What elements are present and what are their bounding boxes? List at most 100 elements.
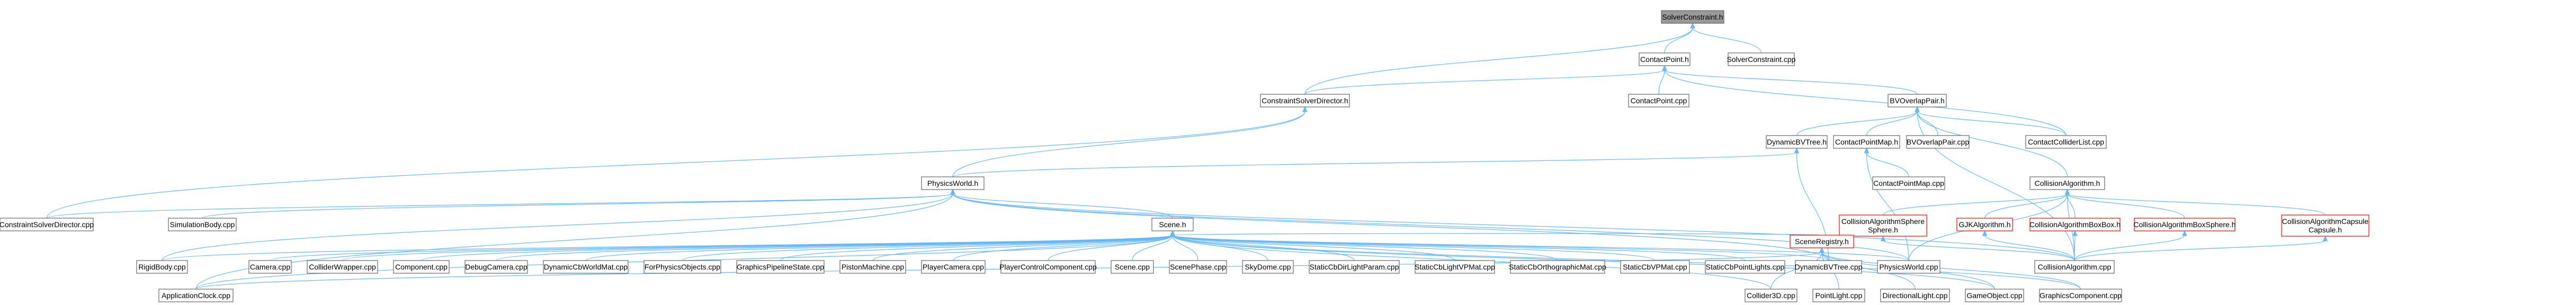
node-staticcbpointlights-cpp[interactable]: StaticCbPointLights.cpp xyxy=(1705,260,1785,274)
node-constraintsolverdirector-cpp[interactable]: ConstraintSolverDirector.cpp xyxy=(0,218,94,231)
edge-collisionalgorithm_h-to-collisionalgorithmboxsphere_h xyxy=(2064,189,2185,219)
node-label: ContactPoint.cpp xyxy=(1631,96,1687,105)
edge-scene_h-to-sceneregistry_h xyxy=(1170,230,1822,236)
node-label: DebugCamera.cpp xyxy=(465,263,527,271)
edge-contactpoint_h-to-bvoverlappair_h xyxy=(1662,65,1918,95)
node-label: SolverConstraint.cpp xyxy=(1727,55,1796,64)
node-contactpointmap-cpp[interactable]: ContactPointMap.cpp xyxy=(1872,176,1945,190)
node-pistonmachine-cpp[interactable]: PistonMachine.cpp xyxy=(839,260,906,274)
node-label: DynamicCbWorldMat.cpp xyxy=(544,263,628,271)
node-label: Scene.h xyxy=(1159,220,1186,229)
node-label: ConstraintSolverDirector.cpp xyxy=(0,220,94,229)
node-playercontrolcomponent-cpp[interactable]: PlayerControlComponent.cpp xyxy=(999,260,1097,274)
node-label: DirectionalLight.cpp xyxy=(1883,291,1948,300)
node-collisionalgorithm-cpp[interactable]: CollisionAlgorithm.cpp xyxy=(2034,260,2115,274)
node-simulationbody-cpp[interactable]: SimulationBody.cpp xyxy=(168,218,237,231)
node-label: RigidBody.cpp xyxy=(138,263,185,271)
node-label: StaticCbPointLights.cpp xyxy=(1706,263,1785,271)
node-label: ContactPoint.h xyxy=(1640,55,1689,64)
node-pointlight-cpp[interactable]: PointLight.cpp xyxy=(1812,289,1865,302)
node-label: StaticCbOrthographicMat.cpp xyxy=(1509,263,1606,271)
node-dynamiccbworldmat-cpp[interactable]: DynamicCbWorldMat.cpp xyxy=(543,260,629,274)
node-label: PlayerControlComponent.cpp xyxy=(999,263,1097,271)
edge-collisionalgorithmboxsphere_h-to-collisionalgorithm_cpp xyxy=(2074,230,2187,261)
edge-physicsworld_h-to-constraintsolverdirector_cpp xyxy=(46,189,955,219)
node-physicsworld-cpp[interactable]: PhysicsWorld.cpp xyxy=(1877,260,1940,274)
node-colliderwrapper-cpp[interactable]: ColliderWrapper.cpp xyxy=(307,260,378,274)
node-label: Capsule.h xyxy=(2309,226,2342,234)
node-label: CollisionAlgorithmBoxBox.h xyxy=(2029,220,2121,229)
node-forphysicsobjects-cpp[interactable]: ForPhysicsObjects.cpp xyxy=(643,260,721,274)
edge-physicsworld_h-to-scene_h xyxy=(950,189,1173,219)
node-gameobject-cpp[interactable]: GameObject.cpp xyxy=(1965,289,2024,302)
node-physicsworld-h[interactable]: PhysicsWorld.h xyxy=(921,176,985,190)
edge-dynamicbvtree_h-to-physicsworld_h xyxy=(952,147,1800,177)
node-staticcbdirlightparam-cpp[interactable]: StaticCbDirLightParam.cpp xyxy=(1309,260,1400,274)
node-label: ApplicationClock.cpp xyxy=(162,291,230,300)
node-label: GraphicsPipelineState.cpp xyxy=(737,263,824,271)
node-label: DynamicBVTree.cpp xyxy=(1795,263,1863,271)
node-dynamicbvtree-cpp[interactable]: DynamicBVTree.cpp xyxy=(1795,260,1863,274)
node-collider3d-cpp[interactable]: Collider3D.cpp xyxy=(1745,289,1797,302)
edge-scene_h-to-scene_cpp xyxy=(1132,230,1175,261)
node-label: SkyDome.cpp xyxy=(1245,263,1291,271)
edge-scene_h-to-staticcbdirlightparam_cpp xyxy=(1170,230,1355,261)
edge-bvoverlappair_h-to-dynamicbvtree_h xyxy=(1796,106,1920,136)
node-scene-h[interactable]: Scene.h xyxy=(1151,218,1194,231)
node-camera-cpp[interactable]: Camera.cpp xyxy=(248,260,292,274)
node-staticcbvpmat-cpp[interactable]: StaticCbVPMat.cpp xyxy=(1620,260,1690,274)
edge-bvoverlappair_h-to-contactpointmap_h xyxy=(1866,106,1920,136)
node-staticcblightvpmat-cpp[interactable]: StaticCbLightVPMat.cpp xyxy=(1415,260,1495,274)
node-debugcamera-cpp[interactable]: DebugCamera.cpp xyxy=(464,260,528,274)
node-label: PistonMachine.cpp xyxy=(842,263,905,271)
edge-bvoverlappair_h-to-contactcolliderlist_cpp xyxy=(1915,106,2067,136)
node-contactpoint-cpp[interactable]: ContactPoint.cpp xyxy=(1628,94,1689,107)
node-skydome-cpp[interactable]: SkyDome.cpp xyxy=(1242,260,1294,274)
node-dynamicbvtree-h[interactable]: DynamicBVTree.h xyxy=(1766,135,1828,149)
edge-collisionalgorithm_h-to-gjkalgorithm_h xyxy=(1984,189,2070,219)
node-scene-cpp[interactable]: Scene.cpp xyxy=(1111,260,1154,274)
edge-scene_h-to-gameobject_cpp xyxy=(1170,230,1995,290)
node-label: StaticCbDirLightParam.cpp xyxy=(1310,263,1399,271)
node-label: ScenePhase.cpp xyxy=(1170,263,1226,271)
node-label: GJKAlgorithm.h xyxy=(1958,220,2010,229)
edge-physicsworld_h-to-physicsworld_cpp xyxy=(950,189,1909,261)
edge-gjkalgorithm_h-to-collisionalgorithm_cpp xyxy=(1982,230,2075,261)
node-graphicscomponent-cpp[interactable]: GraphicsComponent.cpp xyxy=(2039,289,2122,302)
node-label: ContactColliderList.cpp xyxy=(2028,138,2104,146)
node-component-cpp[interactable]: Component.cpp xyxy=(393,260,450,274)
node-label: DynamicBVTree.h xyxy=(1767,138,1827,146)
node-label: BVOverlapPair.h xyxy=(1890,96,1945,105)
edge-contactpointmap_h-to-contactpointmap_cpp xyxy=(1864,147,1909,177)
edge-constraintsolverdirector_h-to-constraintsolverdirector_cpp xyxy=(46,106,1308,219)
node-solverconstraint-cpp[interactable]: SolverConstraint.cpp xyxy=(1727,52,1796,66)
node-collisionalgorithm-h[interactable]: CollisionAlgorithm.h xyxy=(2029,176,2105,190)
edge-solver_h-to-constraintsolverdirector_h xyxy=(1304,22,1695,95)
node-contactcolliderlist-cpp[interactable]: ContactColliderList.cpp xyxy=(2025,135,2107,149)
node-bvoverlappair-cpp[interactable]: BVOverlapPair.cpp xyxy=(1906,135,1970,149)
node-contactpointmap-h[interactable]: ContactPointMap.h xyxy=(1833,135,1900,149)
node-bvoverlappair-h[interactable]: BVOverlapPair.h xyxy=(1888,94,1947,107)
node-playercamera-cpp[interactable]: PlayerCamera.cpp xyxy=(921,260,986,274)
node-directionallight-cpp[interactable]: DirectionalLight.cpp xyxy=(1880,289,1950,302)
edge-constraintsolverdirector_h-to-physicsworld_h xyxy=(952,106,1308,177)
node-label: Collider3D.cpp xyxy=(1747,291,1795,300)
node-label: BVOverlapPair.cpp xyxy=(1907,138,1969,146)
node-label: SceneRegistry.h xyxy=(1795,237,1849,246)
node-label: CollisionAlgorithmBoxSphere.h xyxy=(2134,220,2236,229)
edge-solver_h-to-contactpoint_h xyxy=(1664,22,1695,53)
node-contactpoint-h[interactable]: ContactPoint.h xyxy=(1639,52,1690,66)
node-graphicspipelinestate-cpp[interactable]: GraphicsPipelineState.cpp xyxy=(736,260,825,274)
node-constraintsolverdirector-h[interactable]: ConstraintSolverDirector.h xyxy=(1260,94,1350,107)
edge-physicsworld_h-to-simulationbody_cpp xyxy=(202,189,955,219)
node-solver-h[interactable]: SolverConstraint.h xyxy=(1661,10,1724,24)
node-applicationclock-cpp[interactable]: ApplicationClock.cpp xyxy=(158,289,234,302)
edge-contactpointmap_h-to-physicsworld_cpp xyxy=(1864,147,1909,261)
edge-physicsworld_h-to-dynamicbvtree_cpp xyxy=(950,189,1829,261)
node-rigidbody-cpp[interactable]: RigidBody.cpp xyxy=(136,260,188,274)
node-label: GraphicsComponent.cpp xyxy=(2040,291,2122,300)
node-scenephase-cpp[interactable]: ScenePhase.cpp xyxy=(1169,260,1227,274)
node-staticcborthographicmat-cpp[interactable]: StaticCbOrthographicMat.cpp xyxy=(1509,260,1606,274)
